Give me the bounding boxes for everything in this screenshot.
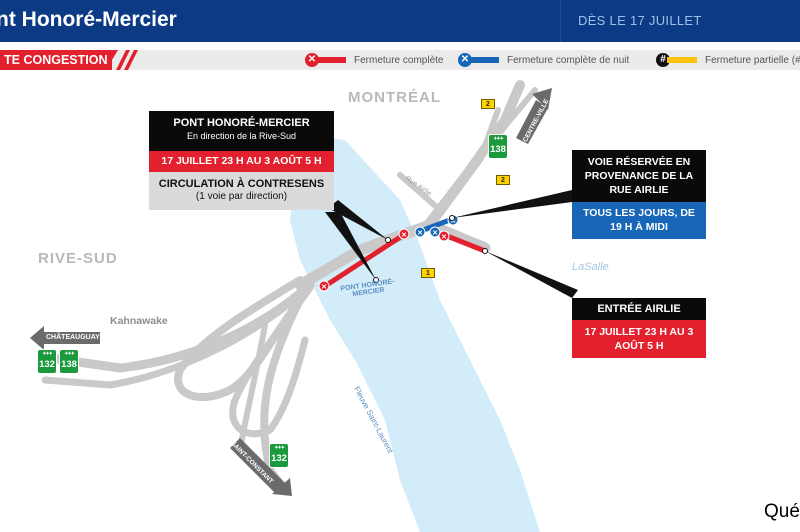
closure-marker-night-3: ✕ [429, 226, 441, 238]
callout-bridge-subtitle: En direction de la Rive-Sud [186, 131, 297, 141]
road-interchange-loop-2 [229, 284, 314, 438]
road-138-northwest [427, 107, 501, 231]
road-132-south [260, 296, 304, 494]
closure-marker-3: ✕ [438, 230, 450, 242]
night-closure-x-icon: ✕ [458, 53, 472, 67]
road-south-spur [237, 322, 268, 453]
congestion-banner: TE CONGESTION [0, 50, 112, 70]
arrow-chateauguay [30, 326, 100, 350]
svg-text:✕: ✕ [321, 284, 327, 291]
closure-marker-1: ✕ [318, 280, 330, 292]
header-date: DÈS LE 17 JUILLET [578, 13, 702, 28]
legend-bar [0, 50, 800, 70]
callout-bridge-header: PONT HONORÉ-MERCIER En direction de la R… [149, 111, 334, 151]
legend-full-closure-label: Fermeture complète [354, 54, 444, 66]
lane-sign-3: 1 [421, 268, 435, 278]
callout-airlie-lane-schedule: TOUS LES JOURS, DE 19 H À MIDI [572, 202, 706, 239]
legend-night-closure-label: Fermeture complète de nuit [507, 54, 630, 66]
callout-bridge-contraflow-note: (1 voie par direction) [195, 191, 288, 202]
road-bridge-approach [294, 219, 491, 291]
partial-closure-hash-icon: # [656, 53, 670, 67]
header-divider [560, 0, 561, 42]
legend-blue-bar [469, 57, 499, 63]
svg-text:✕: ✕ [450, 218, 456, 225]
pointer-bridge-2 [325, 212, 376, 280]
legend-partial-closure-label: Fermeture partielle (# vo [705, 54, 800, 66]
label-kahnawake: Kahnawake [110, 315, 168, 327]
river-shape [290, 135, 540, 532]
label-chateauguay: CHÂTEAUGUAY [46, 334, 100, 341]
pointer-airlie-entry [485, 251, 578, 298]
route-138-west-shield: ✦✦✦138 [59, 349, 79, 374]
callout-bridge-dates: 17 JUILLET 23 H AU 3 AOÛT 5 H [149, 151, 334, 172]
route-132-south-shield: ✦✦✦132 [269, 443, 289, 468]
legend-partial-closure: # Fermeture partielle (# vo [656, 50, 800, 70]
closure-x-icon: ✕ [305, 53, 319, 67]
pointer-airlie-lane [452, 190, 572, 218]
arrow-saint-constant [230, 438, 292, 496]
legend-red-bar [316, 57, 346, 63]
route-132-shield: ✦✦✦132 [37, 349, 57, 374]
callout-airlie-entry-dates: 17 JUILLET 23 H AU 3 AOÛT 5 H [572, 320, 706, 358]
stripes-decoration [112, 50, 138, 70]
callout-bridge-contraflow: CIRCULATION À CONTRESENS [158, 178, 325, 190]
page-title: nt Honoré-Mercier [0, 8, 177, 31]
svg-text:✕: ✕ [432, 230, 438, 237]
legend-full-closure: ✕ Fermeture complète [305, 50, 443, 70]
pointer-bridge-1 [328, 200, 388, 240]
arrow-centre-ville [516, 88, 552, 144]
quebec-logo: Qué [764, 501, 800, 522]
header-bar: nt Honoré-Mercier DÈS LE 17 JUILLET [0, 0, 800, 42]
label-rive-sud: RIVE-SUD [38, 250, 118, 267]
svg-text:✕: ✕ [441, 234, 447, 241]
callout-bridge-title: PONT HONORÉ-MERCIER [173, 117, 310, 129]
svg-text:✕: ✕ [417, 230, 423, 237]
callout-airlie-lane-title: VOIE RÉSERVÉE EN PROVENANCE DE LA RUE AI… [572, 150, 706, 202]
road-airlie-connector [397, 172, 443, 213]
callout-bridge-contraflow-box: CIRCULATION À CONTRESENS (1 voie par dir… [149, 172, 334, 210]
lane-sign-2: 2 [496, 175, 510, 185]
legend-night-closure: ✕ Fermeture complète de nuit [458, 50, 629, 70]
label-lasalle: LaSalle [572, 261, 609, 273]
route-138-shield: ✦✦✦138 [488, 134, 508, 159]
road-138-west [41, 291, 304, 389]
closure-marker-2: ✕ [398, 228, 410, 240]
legend-yellow-bar [667, 57, 697, 63]
closure-marker-night-1: ✕ [414, 226, 426, 238]
svg-text:✕: ✕ [401, 232, 407, 239]
label-montreal: MONTRÉAL [348, 89, 441, 106]
map-canvas: ✕ ✕ ✕ ✕ ✕ ✕ [30, 80, 578, 532]
callout-airlie-entry-title: ENTRÉE AIRLIE [572, 298, 706, 320]
lane-sign-1: 2 [481, 99, 495, 109]
